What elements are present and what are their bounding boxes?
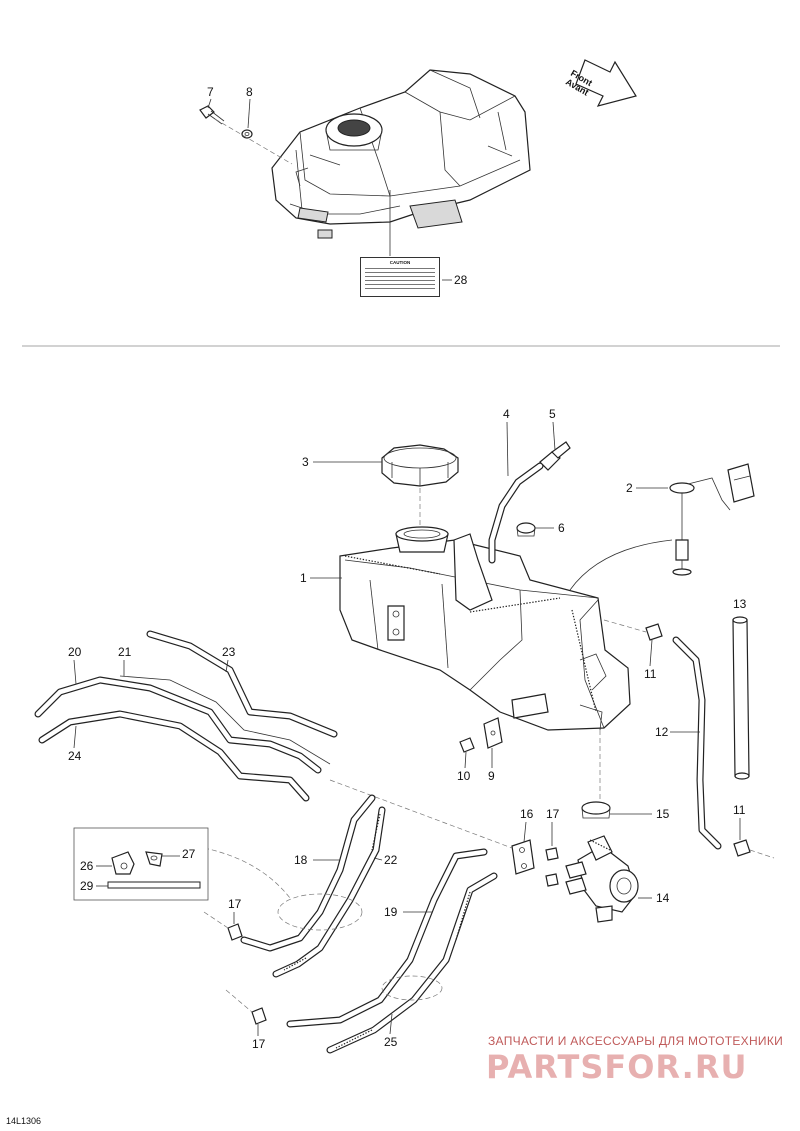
caution-label-title: CAUTION: [389, 260, 411, 265]
callout-15: 15: [656, 807, 670, 821]
nut-17-pump: [545, 847, 559, 887]
callout-17-low: 17: [252, 1037, 266, 1051]
callout-7: 7: [207, 85, 214, 99]
callout-17-mid: 17: [228, 897, 242, 911]
watermark-logo: PARTSFOR.RU: [486, 1048, 748, 1086]
callout-2: 2: [626, 481, 633, 495]
callout-4: 4: [503, 407, 510, 421]
clamp-11-upper: [645, 623, 663, 641]
callout-29: 29: [80, 879, 94, 893]
callout-21: 21: [118, 645, 132, 659]
callout-9: 9: [488, 769, 495, 783]
clamp-17-mid: [227, 923, 243, 941]
oil-tank-1: [339, 526, 631, 731]
clamp-17-low: [251, 1007, 267, 1025]
callout-5: 5: [549, 407, 556, 421]
level-sensor-2: [669, 463, 755, 576]
callout-13: 13: [733, 597, 747, 611]
callout-17-pump: 17: [546, 807, 560, 821]
callout-24: 24: [68, 749, 82, 763]
callout-1: 1: [300, 571, 307, 585]
drawing-id: 14L1306: [6, 1116, 42, 1126]
callout-22: 22: [384, 853, 398, 867]
washer-8: [241, 129, 253, 139]
callout-11-lower: 11: [733, 803, 746, 817]
callout-26: 26: [80, 859, 94, 873]
callout-14: 14: [656, 891, 670, 905]
front-arrow-icon: [575, 59, 637, 107]
callout-12: 12: [655, 725, 669, 739]
vent-fitting-5: [539, 441, 571, 471]
tie-27: [145, 851, 163, 867]
callout-11-upper: 11: [644, 667, 657, 681]
callout-23: 23: [222, 645, 236, 659]
callout-3: 3: [302, 455, 309, 469]
callout-25: 25: [384, 1035, 398, 1049]
screw-10: [459, 737, 475, 753]
tank-assembly-overview: [199, 69, 531, 256]
callout-6: 6: [558, 521, 565, 535]
callout-19: 19: [384, 905, 398, 919]
callout-27: 27: [182, 847, 196, 861]
callout-28: 28: [454, 273, 468, 287]
oil-tank-cap-3: [381, 444, 459, 487]
strap-29: [107, 881, 201, 889]
oil-pump-14: [565, 835, 639, 923]
kit-box: [73, 827, 209, 901]
callout-18: 18: [294, 853, 308, 867]
watermark-tagline: ЗАПЧАСТИ И АКСЕССУАРЫ ДЛЯ МОТОТЕХНИКИ: [488, 1034, 784, 1048]
clip-26: [111, 851, 135, 875]
callout-16: 16: [520, 807, 534, 821]
callout-10: 10: [457, 769, 471, 783]
callout-8: 8: [246, 85, 253, 99]
protective-sleeve-13: [732, 616, 750, 780]
callout-20: 20: [68, 645, 82, 659]
mounting-plate-16: [511, 839, 535, 875]
clamp-11-lower: [733, 839, 751, 857]
clamp-15: [581, 801, 611, 819]
bracket-9: [483, 717, 503, 749]
clamp-6: [516, 522, 536, 537]
caution-label-28: CAUTION: [360, 257, 440, 297]
bolt-7: [199, 105, 225, 125]
